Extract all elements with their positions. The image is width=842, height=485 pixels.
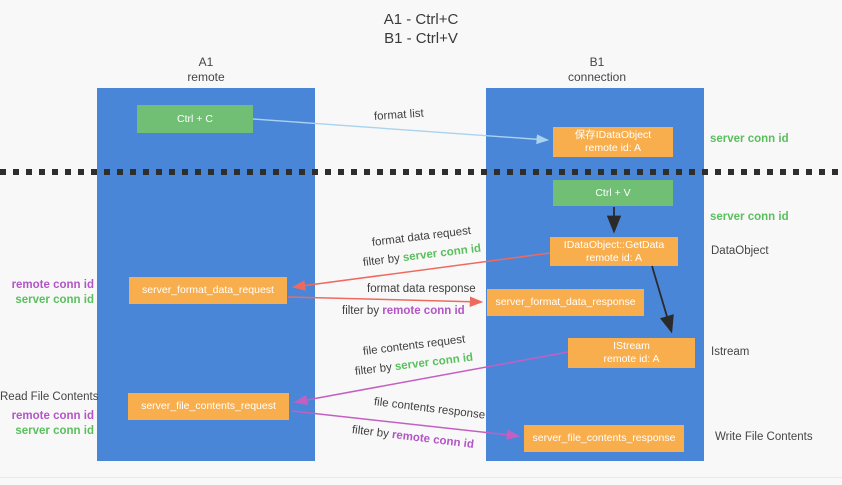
title-line-2: B1 - Ctrl+V	[384, 30, 458, 47]
label-left-remote-conn-id-1: remote conn id	[11, 279, 94, 291]
arrow-format-data-response	[287, 296, 484, 307]
node-server-file-contents-response-label: server_file_contents_response	[532, 432, 676, 444]
node-ctrl-c: Ctrl + C	[137, 105, 253, 133]
label-server-conn-id: server conn id	[394, 351, 474, 374]
column-a1-name: A1	[198, 55, 214, 69]
node-istream-line1: IStream	[613, 340, 650, 352]
node-ctrl-v: Ctrl + V	[553, 180, 673, 206]
node-istream-line2: remote id: A	[603, 353, 660, 365]
label-file-contents-response-filter: filter by remote conn id	[351, 424, 474, 451]
node-idataobject-getdata-line1: IDataObject::GetData	[563, 238, 665, 251]
node-save-idataobject-line2: remote id: A	[584, 142, 642, 154]
label-filter-by-prefix: filter by	[354, 361, 396, 378]
node-server-format-data-request: server_format_data_request	[129, 277, 287, 304]
label-filter-by-prefix: filter by	[342, 305, 383, 317]
node-idataobject-getdata-line2: remote id: A	[585, 251, 643, 264]
node-server-file-contents-response: server_file_contents_response	[524, 425, 684, 452]
title-line-1: A1 - Ctrl+C	[383, 11, 459, 28]
node-server-file-contents-request-label: server_file_contents_request	[141, 400, 276, 412]
node-save-idataobject: 保存IDataObject remote id: A	[553, 127, 673, 157]
node-ctrl-c-label: Ctrl + C	[177, 112, 213, 125]
node-server-format-data-response-label: server_format_data_response	[495, 296, 636, 308]
column-header-b1: B1 connection	[537, 55, 657, 85]
window-bottom-edge	[0, 477, 842, 478]
label-left-remote-conn-id-2: remote conn id	[11, 410, 94, 422]
label-istream: Istream	[711, 346, 750, 358]
label-left-server-conn-id-1: server conn id	[15, 294, 94, 306]
label-format-data-response-filter: filter by remote conn id	[342, 305, 465, 317]
label-dataobject: DataObject	[711, 245, 769, 257]
column-a1-role: remote	[187, 70, 225, 84]
node-server-format-data-request-label: server_format_data_request	[142, 284, 274, 296]
label-filter-by-prefix: filter by	[362, 252, 404, 269]
node-server-format-data-response: server_format_data_response	[487, 289, 644, 316]
label-left-server-conn-id-2: server conn id	[15, 425, 94, 437]
label-right-server-conn-id-2: server conn id	[710, 211, 789, 223]
label-remote-conn-id: remote conn id	[382, 305, 465, 317]
label-format-list: format list	[373, 107, 425, 123]
column-header-a1: A1 remote	[146, 55, 266, 85]
node-save-idataobject-line1: 保存IDataObject	[574, 129, 652, 141]
label-server-conn-id: server conn id	[402, 242, 482, 265]
node-ctrl-v-label: Ctrl + V	[595, 186, 631, 199]
node-istream: IStream remote id: A	[568, 338, 695, 368]
label-right-server-conn-id-1: server conn id	[710, 133, 789, 145]
label-file-contents-response: file contents response	[373, 396, 486, 422]
label-format-data-response: format data response	[367, 283, 476, 295]
column-b1-role: connection	[567, 70, 627, 84]
node-server-file-contents-request: server_file_contents_request	[128, 393, 289, 420]
label-remote-conn-id: remote conn id	[391, 428, 475, 451]
label-write-file-contents: Write File Contents	[715, 431, 813, 443]
column-b1-name: B1	[589, 55, 605, 69]
label-filter-by-prefix: filter by	[351, 424, 393, 441]
diagram-title: A1 - Ctrl+C B1 - Ctrl+V	[0, 10, 842, 48]
machine-boundary-dotted-line	[0, 169, 842, 175]
node-idataobject-getdata: IDataObject::GetData remote id: A	[550, 237, 678, 266]
label-read-file-contents: Read File Contents	[0, 391, 99, 403]
